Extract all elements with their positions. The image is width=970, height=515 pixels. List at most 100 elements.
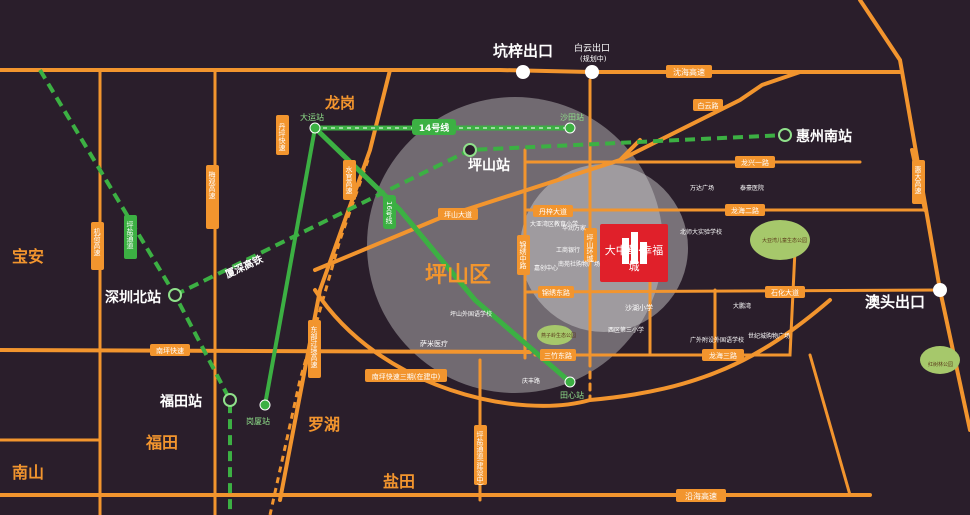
tag-dongbu: 东部过境高速 [310, 325, 318, 369]
label-futian: 福田 [145, 433, 178, 452]
label-aotou-exit: 澳头出口 [865, 293, 925, 311]
tag-danzi-bg [533, 205, 573, 217]
tag-longxing-bg [735, 156, 775, 168]
aotou-exit-icon [933, 283, 947, 297]
poi-wanda: 万达广场 [690, 184, 714, 192]
tag-nanping3: 南坪快速三期(在建中) [372, 372, 441, 381]
hongshulin-park-shape [920, 346, 960, 374]
project-logo[interactable]: 大中華·幸福城 [600, 224, 668, 282]
kengzi-exit-icon [516, 65, 530, 79]
label-luohu: 罗湖 [308, 415, 340, 434]
tag-shenhai: 沈海高速 [673, 67, 705, 77]
vertical-road-tags: 丹坪快速 梅观高速 机荷高速 水官高速 东部过境高速 坪盐通道(建设中) 锦绣中… [91, 115, 925, 486]
label-baiyun-note: (规划中) [580, 54, 607, 63]
tag-pingshan-ave: 坪山大道 [444, 210, 472, 219]
poi-labels: 万达广场 泰豪医院 北师大实验学校 大亚湾儿童生态公园 大亚湾区教育小学 华润万… [420, 184, 953, 385]
tag-longhai2-bg [725, 204, 765, 216]
tag-line14-bg [412, 119, 456, 135]
shenzhen-north-station-icon [168, 288, 182, 302]
tag-danzi: 丹梓大道 [539, 207, 567, 216]
poi-hongshulin: 红树林公园 [928, 361, 953, 368]
tag-jinxiu-bg [538, 286, 574, 298]
tag-jinxiu-mid: 锦绣中路 [519, 240, 527, 270]
tag-danping-bg [276, 115, 289, 155]
tag-meiguan-bg [206, 165, 219, 229]
tag-yanba: 坪盐通道(建设中) [476, 431, 484, 486]
tag-jinxiu-mid-bg [517, 235, 530, 275]
tag-nanping: 南坪快速 [156, 346, 184, 355]
road-pingshan-ave [313, 138, 642, 272]
label-tianxin: 田心站 [560, 390, 584, 400]
label-baoan: 宝安 [12, 247, 44, 266]
tag-huizhou-hw-bg [912, 160, 925, 204]
poi-dayouxin: 大亚湾区教育小学 [530, 220, 578, 228]
label-pingshan: 坪山区 [425, 263, 491, 288]
tag-line14: 14号线 [419, 122, 450, 134]
tag-baiyun: 白云路 [698, 101, 719, 110]
metro-line16 [313, 126, 572, 384]
poi-gongshang: 工商银行 [556, 246, 580, 254]
tag-shuiguan-bg [343, 160, 356, 200]
building-icon [622, 238, 629, 264]
label-shatian: 沙田站 [560, 112, 584, 122]
label-kengzi-exit: 坑梓出口 [493, 42, 553, 60]
baiyun-exit-icon [585, 65, 599, 79]
pingshan-station-icon [463, 143, 477, 157]
zhongshan-park-shape [537, 325, 573, 345]
label-huizhou-south: 惠州南站 [796, 128, 852, 145]
futian-station-icon [223, 393, 237, 407]
label-baiyun-exit: 白云出口 [574, 42, 610, 54]
road-baiyun [618, 70, 802, 162]
label-nanshan: 南山 [12, 463, 44, 482]
poi-experiment: 北师大实验学校 [680, 228, 722, 236]
poi-huarun: 华润万家 [562, 224, 586, 232]
tag-rail-west-bg [124, 215, 137, 259]
label-shenzhen-north: 深圳北站 [105, 289, 161, 306]
label-yantian: 盐田 [383, 472, 415, 491]
tag-yanba-bg [474, 425, 487, 485]
project-name: 大中華·幸福城 [604, 244, 664, 273]
dayun-station-icon [309, 122, 321, 134]
road-shihu [523, 288, 942, 294]
exit-markers [516, 65, 947, 297]
poi-guangzhou-sch: 广外附设外国语学校 [690, 336, 744, 344]
shatian-station-icon [564, 122, 576, 134]
road-longhai3 [533, 248, 797, 357]
poi-shiguo: 世纪城购物广场 [748, 332, 790, 340]
tag-baiyun-bg [693, 99, 723, 111]
tag-shihu-bg [765, 286, 805, 298]
tag-sanzhu: 三竹东路 [544, 351, 572, 360]
ecology-park-shape [750, 220, 810, 260]
building-icon [640, 242, 647, 264]
poi-qinghai: 沙湖小学 [625, 303, 653, 312]
poi-nanyue: 南苑社购物广场 [558, 260, 600, 268]
tag-longhai3: 龙海三路 [709, 351, 737, 360]
tag-line16: 16号线 [385, 201, 393, 224]
poi-samyi: 萨米医疗 [420, 339, 448, 348]
road-meiguan [278, 68, 392, 502]
tag-danping: 丹坪快速 [278, 123, 286, 152]
building-icon [631, 232, 638, 264]
label-longgang: 龙岗 [324, 94, 355, 112]
station-markers [168, 122, 792, 411]
metro-line-gangxia [263, 127, 317, 406]
label-futian-station: 福田站 [159, 393, 202, 410]
poi-tianlong: 泰豪医院 [740, 184, 764, 192]
tag-longhai3-bg [702, 349, 744, 361]
road-shenhai [0, 68, 902, 74]
tag-sanzhu-bg [540, 349, 576, 361]
label-dayun: 大运站 [300, 112, 324, 122]
tag-longhai2: 龙海二路 [731, 206, 759, 215]
huizhou-south-station-icon [778, 128, 792, 142]
planned-line-dongbu [268, 159, 370, 515]
tag-coast-bg [676, 489, 726, 502]
label-pingshan-station: 坪山站 [468, 157, 510, 174]
tag-rail-west: 坪盐通道 [126, 221, 134, 250]
tag-nanping-bg [150, 344, 190, 356]
tag-nanping3-bg [365, 369, 447, 382]
poi-pingshan-school: 坪山外国语学校 [450, 310, 492, 318]
tag-dongbu-bg [308, 320, 321, 378]
tag-huizhou-hw: 惠大高速 [914, 165, 922, 195]
poi-xiqu3: 西区第三小学 [608, 326, 644, 334]
